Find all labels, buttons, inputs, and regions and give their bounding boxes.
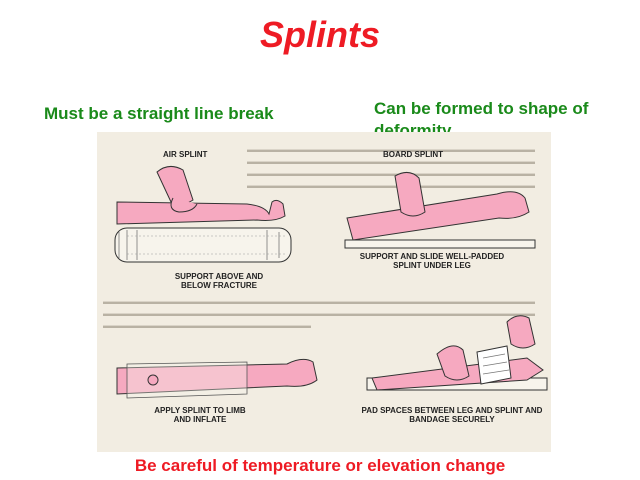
label-pad-spaces: PAD SPACES BETWEEN LEG AND SPLINT AND BA…	[361, 406, 543, 424]
background-text-block: ▬▬▬▬▬▬▬▬▬▬▬▬▬▬▬▬▬▬▬▬▬▬▬▬▬▬▬▬▬▬▬▬▬▬▬▬▬▬▬▬…	[103, 297, 535, 330]
splint-illustration: ▬▬▬▬▬▬▬▬▬▬▬▬▬▬▬▬▬▬▬▬▬▬▬▬▬▬▬▬▬▬▬▬▬▬▬▬ ▬▬▬…	[97, 132, 551, 452]
label-board-splint: BOARD SPLINT	[383, 150, 443, 159]
bandage-leg-drawing	[366, 315, 548, 391]
air-splint-tube-drawing	[114, 227, 292, 263]
label-apply-splint: APPLY SPLINT TO LIMB AND INFLATE	[154, 406, 246, 424]
caption-straight-line-break: Must be a straight line break	[44, 104, 274, 123]
caption-temperature-elevation: Be careful of temperature or elevation c…	[134, 456, 506, 475]
slide-title: Splints	[259, 14, 380, 55]
label-support-slide: SUPPORT AND SLIDE WELL-PADDED SPLINT UND…	[359, 252, 505, 270]
background-text-lines: ▬▬▬▬▬▬▬▬▬▬▬▬▬▬▬▬▬▬▬▬▬▬▬▬▬▬▬▬▬▬▬▬▬▬▬▬ ▬▬▬…	[247, 145, 535, 190]
board-splint-leg-drawing	[344, 172, 536, 249]
apply-splint-leg-drawing	[116, 358, 318, 399]
splint-drawings	[114, 166, 548, 399]
label-support-above-below: SUPPORT ABOVE AND BELOW FRACTURE	[174, 272, 264, 290]
label-air-splint: AIR SPLINT	[163, 150, 208, 159]
air-splint-leg-drawing	[116, 166, 286, 225]
